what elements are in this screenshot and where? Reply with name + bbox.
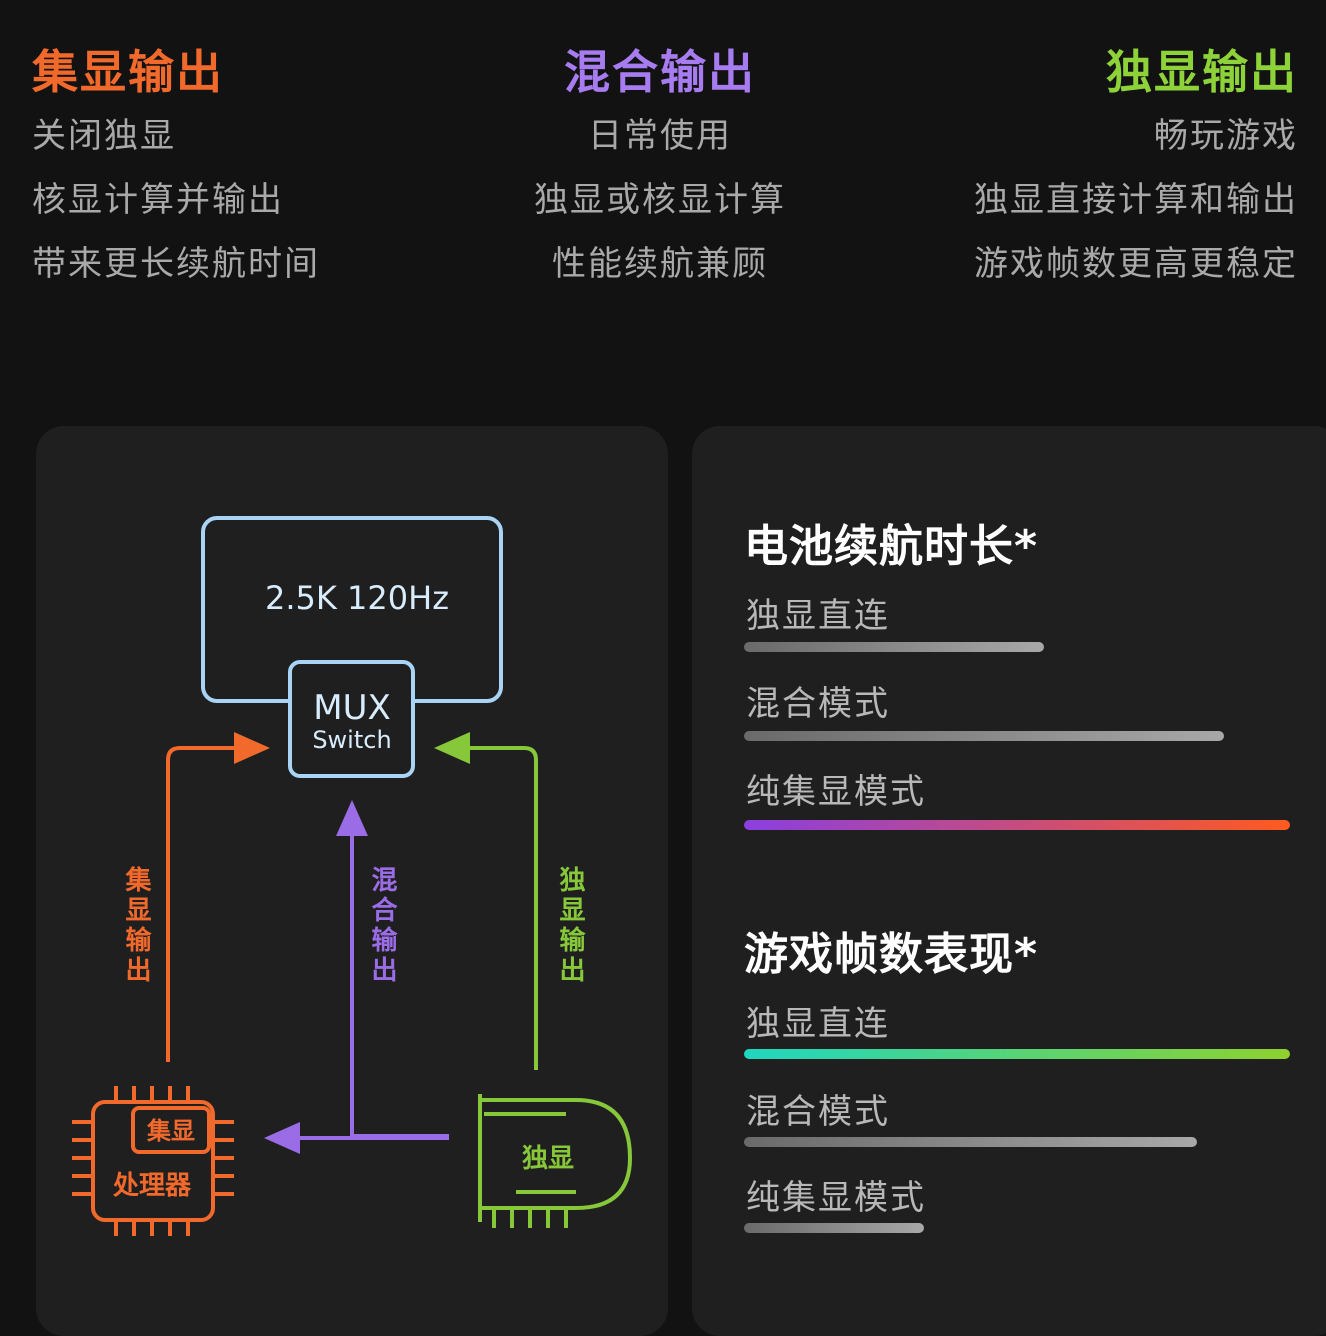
dgpu-path-label: 独显输出 xyxy=(555,866,585,986)
mode-line: 日常使用 xyxy=(588,116,732,156)
mux-diagram-panel: 2.5K 120Hz MUX Switch 集显输出 混合输出 独显输出 集显 … xyxy=(36,426,668,1336)
display-label: 2.5K 120Hz xyxy=(265,579,449,617)
mode-title: 混合输出 xyxy=(564,45,756,99)
mode-line: 关闭独显 xyxy=(32,116,176,156)
gaming-bar-label: 独显直连 xyxy=(746,1004,890,1044)
battery-bar xyxy=(744,642,1044,652)
gaming-bar-label: 混合模式 xyxy=(746,1092,890,1132)
battery-title: 电池续航时长* xyxy=(744,521,1039,572)
gaming-bar xyxy=(744,1049,1290,1059)
mode-line: 游戏帧数更高更稳定 xyxy=(974,244,1298,284)
mux-switch-box xyxy=(288,660,415,778)
dgpu-label: 独显 xyxy=(522,1144,574,1174)
mode-line: 独显或核显计算 xyxy=(534,180,786,220)
mux-diagram: 2.5K 120Hz MUX Switch 集显输出 混合输出 独显输出 集显 … xyxy=(72,516,633,1236)
performance-panel: 电池续航时长* 独显直连 混合模式 纯集显模式 游戏帧数表现* 独显直连 混合模… xyxy=(692,426,1326,1336)
mode-line: 性能续航兼顾 xyxy=(552,244,768,284)
cpu-label: 处理器 xyxy=(112,1171,192,1201)
gaming-bar-label: 纯集显模式 xyxy=(746,1178,926,1218)
mux-sublabel: Switch xyxy=(312,726,391,754)
cpu-chip-icon xyxy=(72,1086,234,1236)
mode-line: 核显计算并输出 xyxy=(32,180,284,220)
cpu-igpu-label: 集显 xyxy=(146,1117,195,1145)
battery-bar xyxy=(744,731,1224,741)
battery-bar-label: 独显直连 xyxy=(746,596,890,636)
gaming-bar xyxy=(744,1223,924,1233)
hybrid-path-label: 混合输出 xyxy=(367,866,397,986)
gaming-title: 游戏帧数表现* xyxy=(744,929,1039,980)
gaming-bar xyxy=(744,1137,1197,1147)
mode-line: 独显直接计算和输出 xyxy=(974,180,1298,220)
mode-igpu: 集显输出 关闭独显 核显计算并输出 带来更长续航时间 xyxy=(32,40,452,296)
mode-dgpu: 独显输出 畅玩游戏 独显直接计算和输出 游戏帧数更高更稳定 xyxy=(878,40,1298,296)
battery-bar xyxy=(744,820,1290,830)
igpu-path-line xyxy=(166,732,270,1062)
battery-bar-label: 混合模式 xyxy=(746,684,890,724)
gpu-card-icon xyxy=(478,1094,633,1228)
battery-bar-label: 纯集显模式 xyxy=(746,772,926,812)
mux-label: MUX xyxy=(313,688,391,728)
igpu-path-label: 集显输出 xyxy=(121,865,152,986)
mode-title: 集显输出 xyxy=(32,45,224,99)
mode-line: 带来更长续航时间 xyxy=(32,244,320,284)
mode-hybrid: 混合输出 日常使用 独显或核显计算 性能续航兼顾 xyxy=(450,40,870,296)
mode-title: 独显输出 xyxy=(1106,45,1298,99)
dgpu-path-line xyxy=(434,732,538,1070)
mode-line: 畅玩游戏 xyxy=(1154,116,1298,156)
